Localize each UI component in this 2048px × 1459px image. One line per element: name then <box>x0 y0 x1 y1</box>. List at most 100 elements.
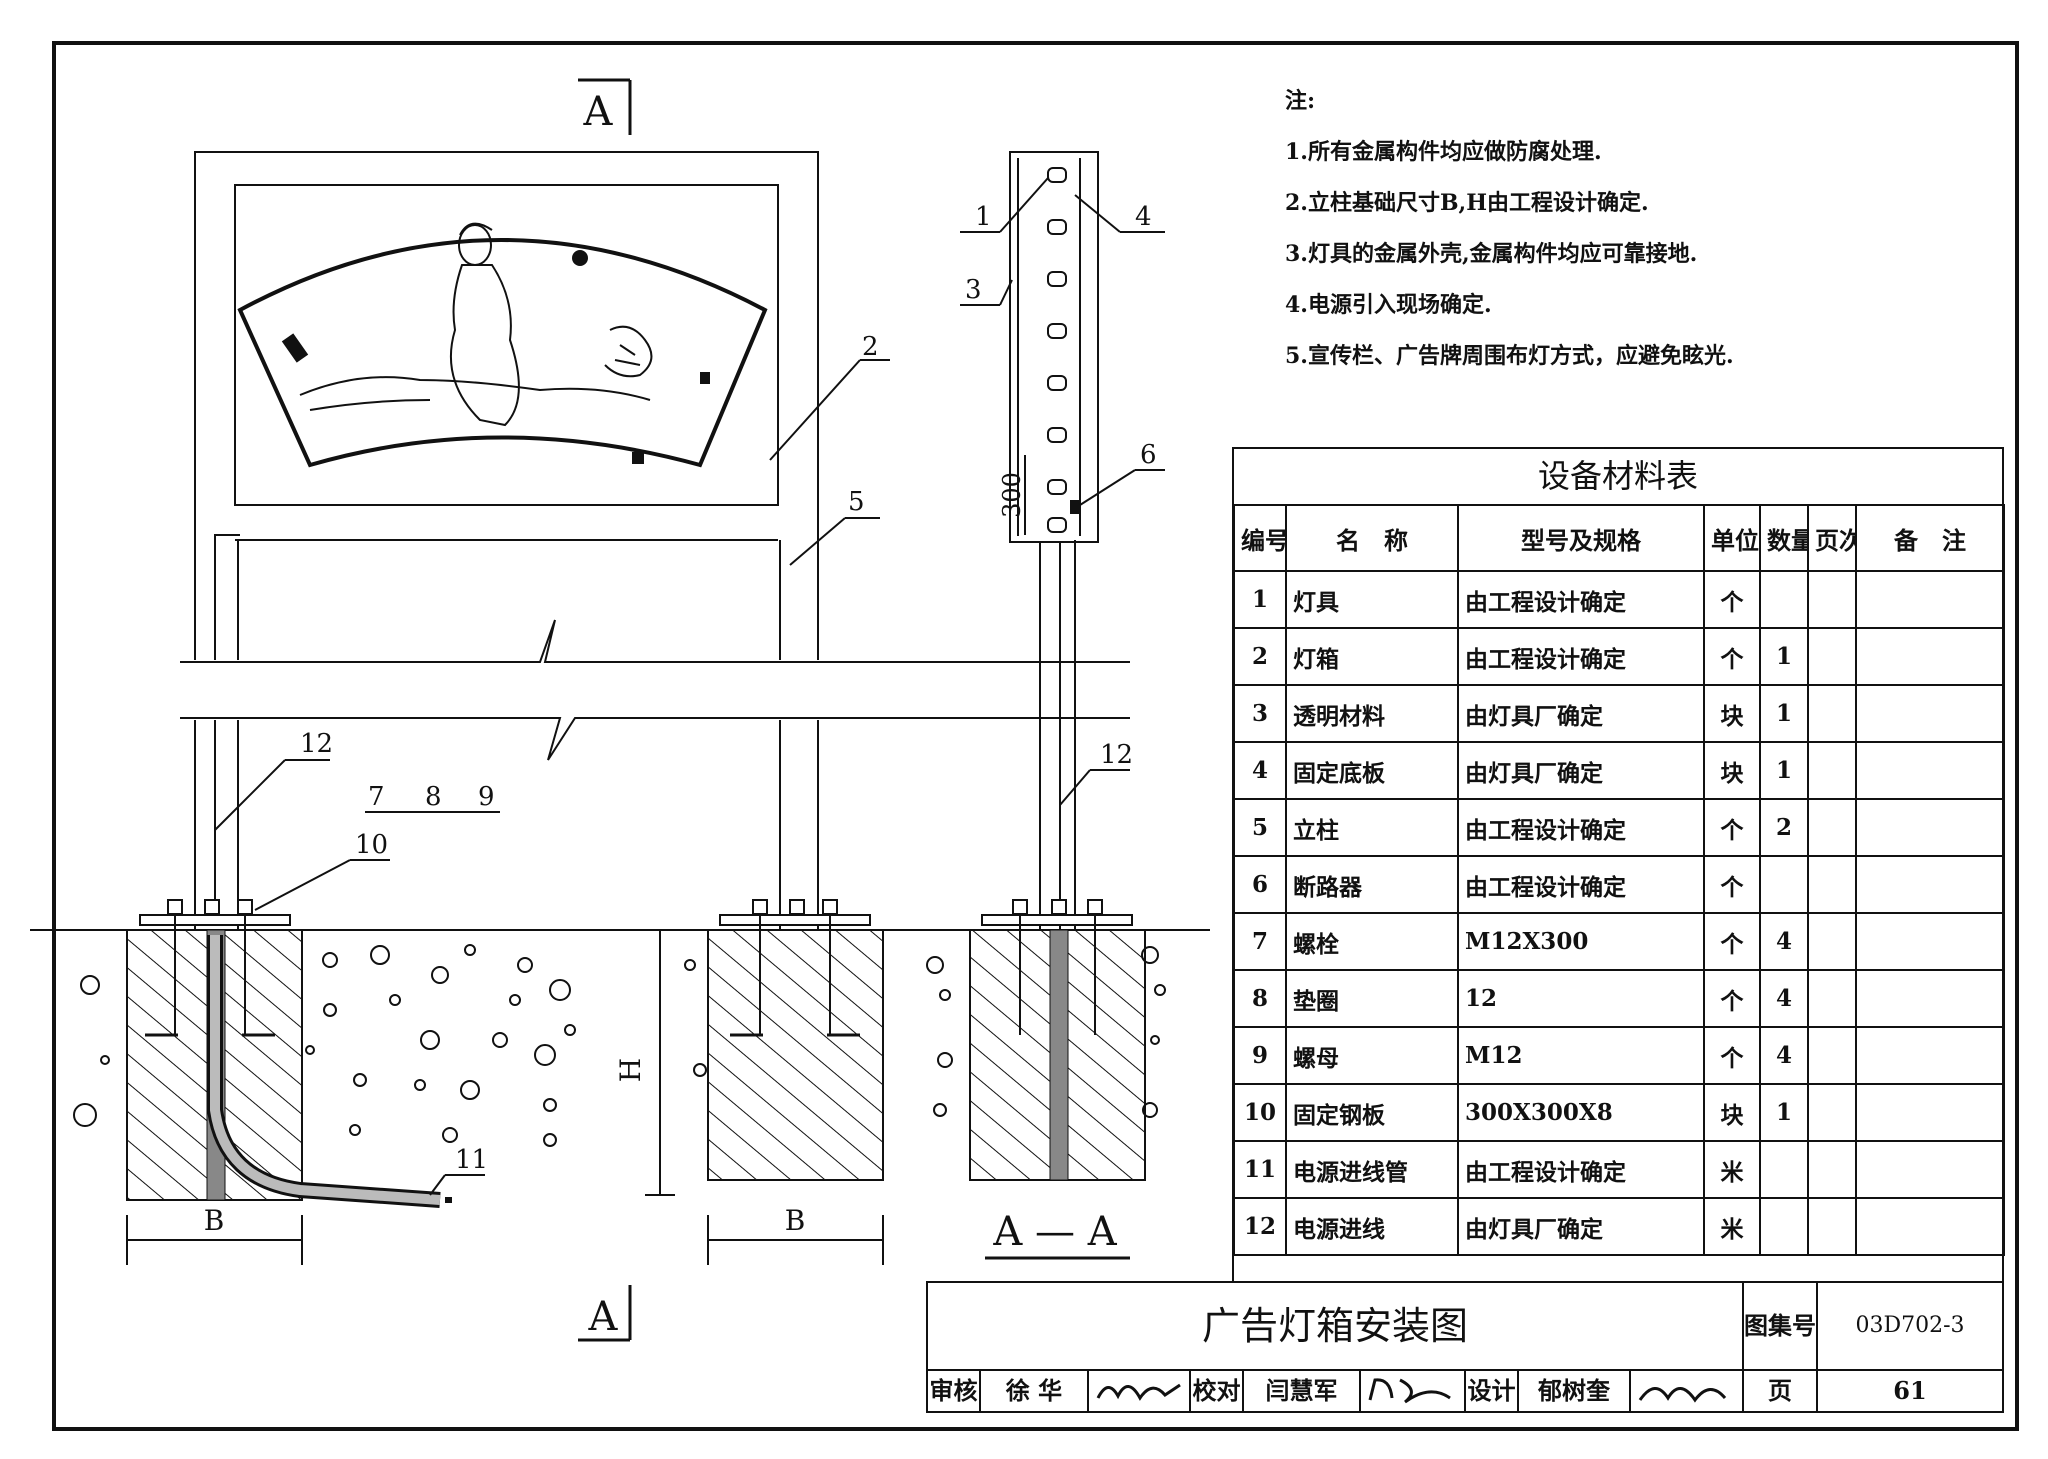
break-line-bottom <box>180 717 1130 761</box>
callout-12-left: 12 <box>300 729 333 759</box>
cell-name: 电源进线管 <box>1285 1140 1459 1199</box>
note-item: 3.灯具的金属外壳,金属构件均应可靠接地. <box>1285 241 1698 267</box>
cell-no: 2 <box>1233 627 1287 686</box>
cell-no: 12 <box>1233 1197 1287 1256</box>
soil-texture <box>73 944 1166 1147</box>
lamp-array <box>1047 167 1067 533</box>
foundation-middle <box>707 929 884 1181</box>
cell-unit: 个 <box>1703 855 1761 914</box>
cell-no: 5 <box>1233 798 1287 857</box>
dim-b-middle: B <box>785 1204 806 1237</box>
cell-page <box>1807 1083 1857 1142</box>
cell-remark <box>1855 912 2005 971</box>
signatures <box>1096 1378 1727 1404</box>
cell-qty: 2 <box>1759 798 1809 857</box>
notes-heading: 注: <box>1285 88 1316 114</box>
cell-page <box>1807 1026 1857 1085</box>
callout-5: 5 <box>848 487 865 517</box>
lightbox-panel <box>234 184 779 506</box>
cell-remark <box>1855 684 2005 743</box>
cell-spec: 300X300X8 <box>1457 1083 1705 1142</box>
callout-12-right: 12 <box>1100 740 1133 770</box>
check-name: 闫慧军 <box>1265 1376 1338 1405</box>
cell-unit: 块 <box>1703 1083 1761 1142</box>
cell-spec: 由灯具厂确定 <box>1457 1197 1705 1256</box>
col-header-unit: 单位 <box>1703 504 1761 572</box>
cell-no: 10 <box>1233 1083 1287 1142</box>
cell-name: 透明材料 <box>1285 684 1459 743</box>
cell-spec: M12 <box>1457 1026 1705 1085</box>
cell-unit: 个 <box>1703 798 1761 857</box>
note-item: 2.立柱基础尺寸B,H由工程设计确定. <box>1285 190 1649 216</box>
cell-page <box>1807 1197 1857 1256</box>
cell-page <box>1807 912 1857 971</box>
cell-qty: 1 <box>1759 627 1809 686</box>
cell-name: 螺栓 <box>1285 912 1459 971</box>
section-mark-top: A <box>583 89 614 135</box>
cell-no: 1 <box>1233 570 1287 629</box>
callout-leaders <box>214 177 1165 1196</box>
break-line-top <box>180 619 1130 663</box>
cell-unit: 块 <box>1703 741 1761 800</box>
lightbox-side <box>1009 151 1099 543</box>
sheet-border <box>52 41 2019 1431</box>
cell-name: 电源进线 <box>1285 1197 1459 1256</box>
cell-spec: 由工程设计确定 <box>1457 798 1705 857</box>
section-mark-bottom: A <box>588 1294 619 1340</box>
cell-no: 9 <box>1233 1026 1287 1085</box>
cell-qty <box>1759 570 1809 629</box>
col-header-qty: 数量 <box>1759 504 1809 572</box>
cell-page <box>1807 969 1857 1028</box>
cell-remark <box>1855 1026 2005 1085</box>
col-header-name: 名 称 <box>1285 504 1459 572</box>
cell-no: 8 <box>1233 969 1287 1028</box>
cell-unit: 个 <box>1703 570 1761 629</box>
bom-table: 编号 名 称 型号及规格 单位 数量 页次 备 注 1灯具由工程设计确定个2灯箱… <box>1233 504 2005 1256</box>
check-label: 校对 <box>1192 1376 1241 1405</box>
cell-no: 4 <box>1233 741 1287 800</box>
cell-remark <box>1855 627 2005 686</box>
callout-6: 6 <box>1140 440 1157 470</box>
steel-plate-middle <box>719 914 871 926</box>
bom-header-row: 编号 名 称 型号及规格 单位 数量 页次 备 注 <box>1233 504 2005 572</box>
cell-unit: 个 <box>1703 1026 1761 1085</box>
fan-artwork-outline <box>237 238 768 468</box>
cell-spec: 由灯具厂确定 <box>1457 741 1705 800</box>
cell-name: 垫圈 <box>1285 969 1459 1028</box>
callout-4: 4 <box>1135 202 1152 232</box>
cell-name: 立柱 <box>1285 798 1459 857</box>
callout-9: 9 <box>478 782 495 812</box>
cell-spec: M12X300 <box>1457 912 1705 971</box>
cell-remark <box>1855 1197 2005 1256</box>
title-block: 广告灯箱安装图 图集号 03D702-3 审核 徐 华 校对 闫慧军 设计 郁树… <box>927 1282 2003 1412</box>
cell-spec: 12 <box>1457 969 1705 1028</box>
cell-qty <box>1759 1197 1809 1256</box>
cell-name: 灯具 <box>1285 570 1459 629</box>
cell-qty: 4 <box>1759 912 1809 971</box>
page-number: 61 <box>1893 1376 1927 1405</box>
callout-3: 3 <box>965 275 982 305</box>
cell-spec: 由工程设计确定 <box>1457 855 1705 914</box>
cell-unit: 块 <box>1703 684 1761 743</box>
cell-unit: 个 <box>1703 912 1761 971</box>
dim-b-left: B <box>204 1204 225 1237</box>
cell-unit: 个 <box>1703 627 1761 686</box>
cell-remark <box>1855 741 2005 800</box>
dim-height: H <box>614 1058 647 1082</box>
cell-spec: 由工程设计确定 <box>1457 570 1705 629</box>
cell-remark <box>1855 570 2005 629</box>
cell-qty: 1 <box>1759 741 1809 800</box>
callout-8: 8 <box>425 782 442 812</box>
col-header-no: 编号 <box>1233 504 1287 572</box>
cell-spec: 由灯具厂确定 <box>1457 684 1705 743</box>
cell-qty <box>1759 855 1809 914</box>
steel-plate-left <box>139 914 291 926</box>
